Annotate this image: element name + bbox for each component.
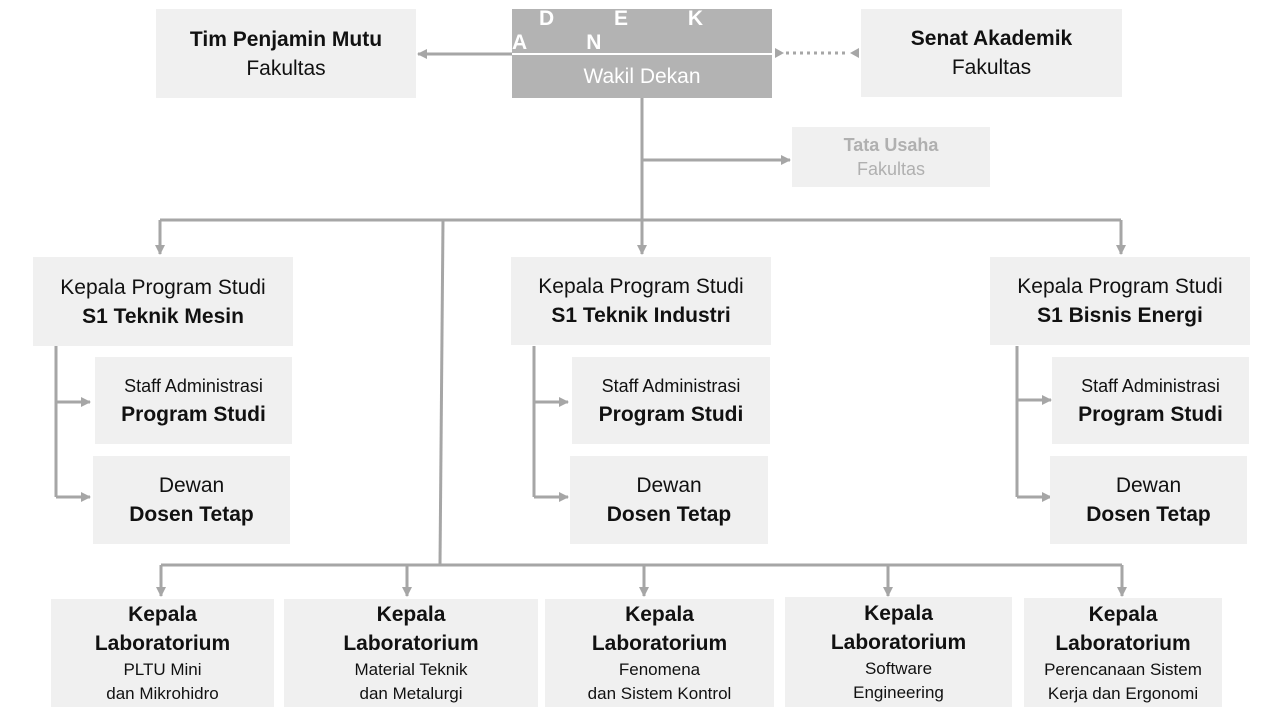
prodi-head-box: Kepala Program Studi S1 Teknik Industri [511, 257, 771, 345]
dewan-dosen-box: Dewan Dosen Tetap [570, 456, 768, 544]
dewan-label: Dewan [158, 474, 225, 497]
lab-name-line2: dan Sistem Kontrol [587, 684, 732, 703]
dekan-title: D E K A N [512, 7, 772, 54]
lab-name-line2: Engineering [853, 683, 944, 702]
tata-usaha-subtitle: Fakultas [856, 159, 926, 179]
lab-laboratorium: Laboratorium [1055, 631, 1191, 655]
prodi-head-label: Kepala Program Studi [538, 275, 744, 298]
prodi-head-box: Kepala Program Studi S1 Bisnis Energi [990, 257, 1250, 345]
lab-trunk [438, 219, 445, 566]
tim-penjamin-mutu-box: Tim Penjamin Mutu Fakultas [156, 9, 416, 98]
staff-unit: Program Studi [121, 402, 266, 426]
prodi-head-label: Kepala Program Studi [60, 275, 266, 299]
lab-box: Kepala Laboratorium Software Engineering [785, 597, 1012, 707]
lab-kepala: Kepala [376, 603, 446, 626]
staff-administrasi-box: Staff Administrasi Program Studi [95, 357, 292, 444]
dekan-box: D E K A N Wakil Dekan [512, 7, 772, 98]
lab-kepala: Kepala [625, 603, 694, 626]
lab-name-line2: Kerja dan Ergonomi [1047, 683, 1199, 703]
lab-laboratorium: Laboratorium [94, 632, 231, 655]
dosen-tetap-label: Dosen Tetap [1086, 503, 1211, 526]
prodi-head-box: Kepala Program Studi S1 Teknik Mesin [33, 257, 293, 346]
prodi-name: S1 Teknik Mesin [82, 304, 244, 328]
lab-box: Kepala Laboratorium PLTU Mini dan Mikroh… [51, 599, 274, 707]
lab-name-line1: Fenomena [618, 660, 701, 679]
lab-laboratorium: Laboratorium [343, 632, 479, 655]
lab-name-line2: dan Mikrohidro [106, 684, 219, 703]
lab-name-line2: dan Metalurgi [359, 684, 463, 703]
lab-laboratorium: Laboratorium [830, 631, 967, 654]
prodi-name: S1 Teknik Industri [551, 304, 731, 327]
lab-laboratorium: Laboratorium [591, 632, 728, 655]
tata-usaha-box: Tata Usaha Fakultas [792, 127, 990, 187]
dewan-dosen-box: Dewan Dosen Tetap [93, 456, 290, 544]
lab-kepala: Kepala [864, 602, 933, 625]
senat-akademik-subtitle: Fakultas [951, 56, 1032, 79]
tim-penjamin-mutu-title: Tim Penjamin Mutu [189, 27, 383, 51]
staff-label: Staff Administrasi [1081, 375, 1220, 396]
dotted-arrow-left [775, 48, 784, 58]
lab-kepala: Kepala [128, 603, 197, 626]
staff-administrasi-box: Staff Administrasi Program Studi [1052, 357, 1249, 444]
tata-usaha-title: Tata Usaha [843, 135, 939, 155]
dosen-tetap-label: Dosen Tetap [606, 503, 732, 526]
lab-name-line1: Material Teknik [354, 660, 468, 679]
lab-name-line1: Perencanaan Sistem [1044, 659, 1202, 679]
senat-akademik-box: Senat Akademik Fakultas [861, 9, 1122, 97]
lab-kepala: Kepala [1088, 602, 1158, 626]
tim-penjamin-mutu-subtitle: Fakultas [246, 56, 326, 80]
dewan-label: Dewan [636, 474, 702, 497]
lab-box: Kepala Laboratorium Perencanaan Sistem K… [1024, 598, 1222, 707]
wakil-dekan-label: Wakil Dekan [512, 55, 772, 98]
dewan-label: Dewan [1115, 474, 1182, 497]
staff-label: Staff Administrasi [124, 375, 263, 396]
staff-label: Staff Administrasi [601, 375, 741, 396]
lab-name-line1: PLTU Mini [123, 660, 202, 679]
dosen-tetap-label: Dosen Tetap [129, 503, 254, 526]
staff-administrasi-box: Staff Administrasi Program Studi [572, 357, 770, 444]
staff-unit: Program Studi [1078, 402, 1223, 426]
staff-unit: Program Studi [598, 402, 744, 426]
prodi-head-label: Kepala Program Studi [1017, 275, 1223, 298]
senat-akademik-title: Senat Akademik [910, 27, 1073, 50]
prodi-name: S1 Bisnis Energi [1037, 304, 1203, 327]
dotted-arrow-right [850, 48, 859, 58]
lab-box: Kepala Laboratorium Material Teknik dan … [284, 599, 538, 707]
lab-name-line1: Software [864, 659, 933, 678]
lab-box: Kepala Laboratorium Fenomena dan Sistem … [545, 599, 774, 707]
dewan-dosen-box: Dewan Dosen Tetap [1050, 456, 1247, 544]
